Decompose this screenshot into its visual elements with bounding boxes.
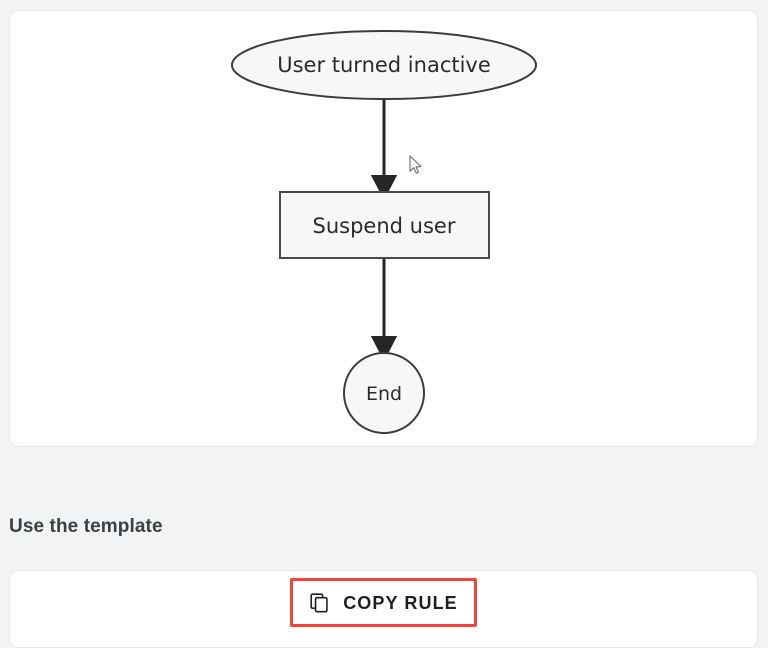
copy-icon	[310, 593, 328, 613]
flowchart-card: User turned inactive Suspend user End	[9, 10, 758, 447]
use-template-card: COPY RULE	[9, 570, 758, 648]
node-label-start: User turned inactive	[277, 53, 491, 77]
node-user-turned-inactive[interactable]	[231, 30, 537, 100]
flowchart-svg: User turned inactive Suspend user End	[231, 30, 537, 434]
node-label-end: End	[366, 383, 402, 405]
node-end[interactable]	[343, 352, 425, 434]
copy-rule-button[interactable]: COPY RULE	[290, 578, 477, 627]
use-the-template-heading: Use the template	[9, 516, 163, 537]
node-suspend-user[interactable]	[279, 191, 490, 259]
node-label-suspend: Suspend user	[313, 214, 456, 238]
copy-rule-label: COPY RULE	[343, 592, 458, 613]
